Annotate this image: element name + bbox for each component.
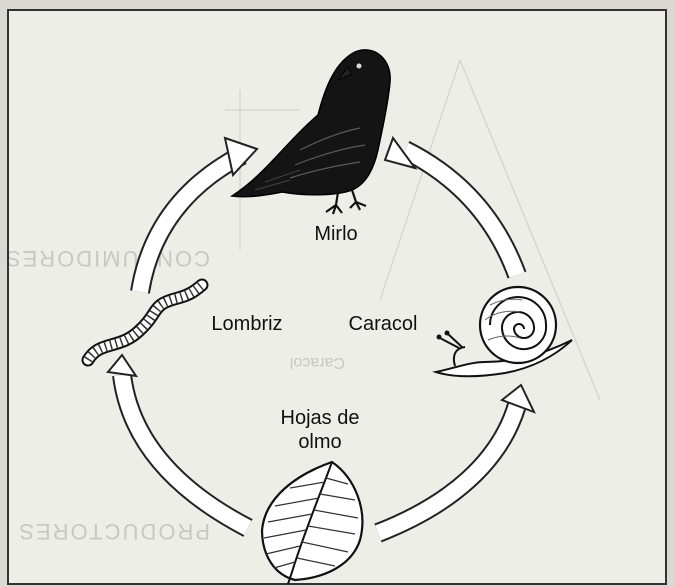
- faded-consumidores: CONSUMIDORES: [4, 246, 210, 271]
- label-caracol: Caracol: [349, 313, 418, 335]
- faded-caracol: Caracol: [290, 354, 345, 371]
- label-olmo: olmo: [298, 431, 341, 453]
- label-hojas-de: Hojas de: [281, 407, 360, 429]
- label-lombriz: Lombriz: [211, 313, 282, 335]
- faded-productores: PRODUCTORES: [17, 519, 210, 544]
- label-mirlo: Mirlo: [314, 223, 357, 245]
